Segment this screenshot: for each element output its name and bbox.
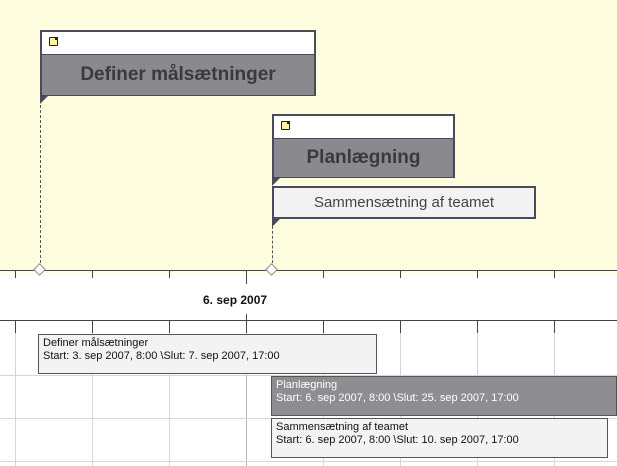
card-header — [274, 116, 453, 139]
timeline-axis — [0, 270, 617, 271]
note-icon[interactable] — [281, 121, 290, 130]
axis-tick — [169, 270, 170, 278]
milestone-line — [40, 100, 41, 268]
scale-tick — [477, 320, 478, 333]
bar-task-dates: Start: 6. sep 2007, 8:00 \Slut: 10. sep … — [276, 434, 519, 446]
card-title: Planlægning — [274, 139, 453, 177]
gantt-bar[interactable]: Definer målsætninger Start: 3. sep 2007,… — [38, 334, 377, 374]
bar-task-dates: Start: 3. sep 2007, 8:00 \Slut: 7. sep 2… — [43, 350, 280, 362]
task-card-planlaegning[interactable]: Planlægning — [272, 114, 455, 178]
gantt-bar[interactable]: Planlægning Start: 6. sep 2007, 8:00 \Sl… — [271, 376, 617, 416]
scale-tick — [92, 320, 93, 333]
card-pointer — [40, 96, 48, 104]
scale-tick — [169, 320, 170, 333]
card-pointer — [272, 178, 280, 186]
bar-task-name: Definer målsætninger — [43, 337, 149, 349]
bar-task-name: Planlægning — [276, 379, 338, 391]
task-card-definer[interactable]: Definer målsætninger — [40, 30, 316, 96]
axis-tick — [477, 270, 478, 278]
label-pointer — [272, 219, 280, 227]
bar-task-dates: Start: 6. sep 2007, 8:00 \Slut: 25. sep … — [276, 392, 519, 404]
bar-task-name: Sammensætning af teamet — [276, 421, 409, 433]
axis-tick — [400, 270, 401, 278]
scale-axis — [0, 320, 617, 321]
scale-tick — [554, 320, 555, 333]
scale-tick — [246, 314, 247, 333]
subtask-label[interactable]: Sammensætning af teamet — [272, 186, 536, 219]
scale-tick — [15, 320, 16, 333]
axis-tick — [246, 270, 247, 284]
gantt-bar[interactable]: Sammensætning af teamet Start: 6. sep 20… — [271, 418, 608, 458]
card-header — [42, 32, 314, 55]
axis-tick — [323, 270, 324, 278]
axis-tick — [92, 270, 93, 278]
note-icon[interactable] — [49, 37, 58, 46]
axis-tick — [554, 270, 555, 278]
scale-tick — [400, 320, 401, 333]
scale-tick — [323, 320, 324, 333]
date-label: 6. sep 2007 — [203, 293, 268, 307]
axis-tick — [15, 270, 16, 278]
card-title: Definer målsætninger — [42, 55, 314, 95]
milestone-line — [272, 226, 273, 268]
